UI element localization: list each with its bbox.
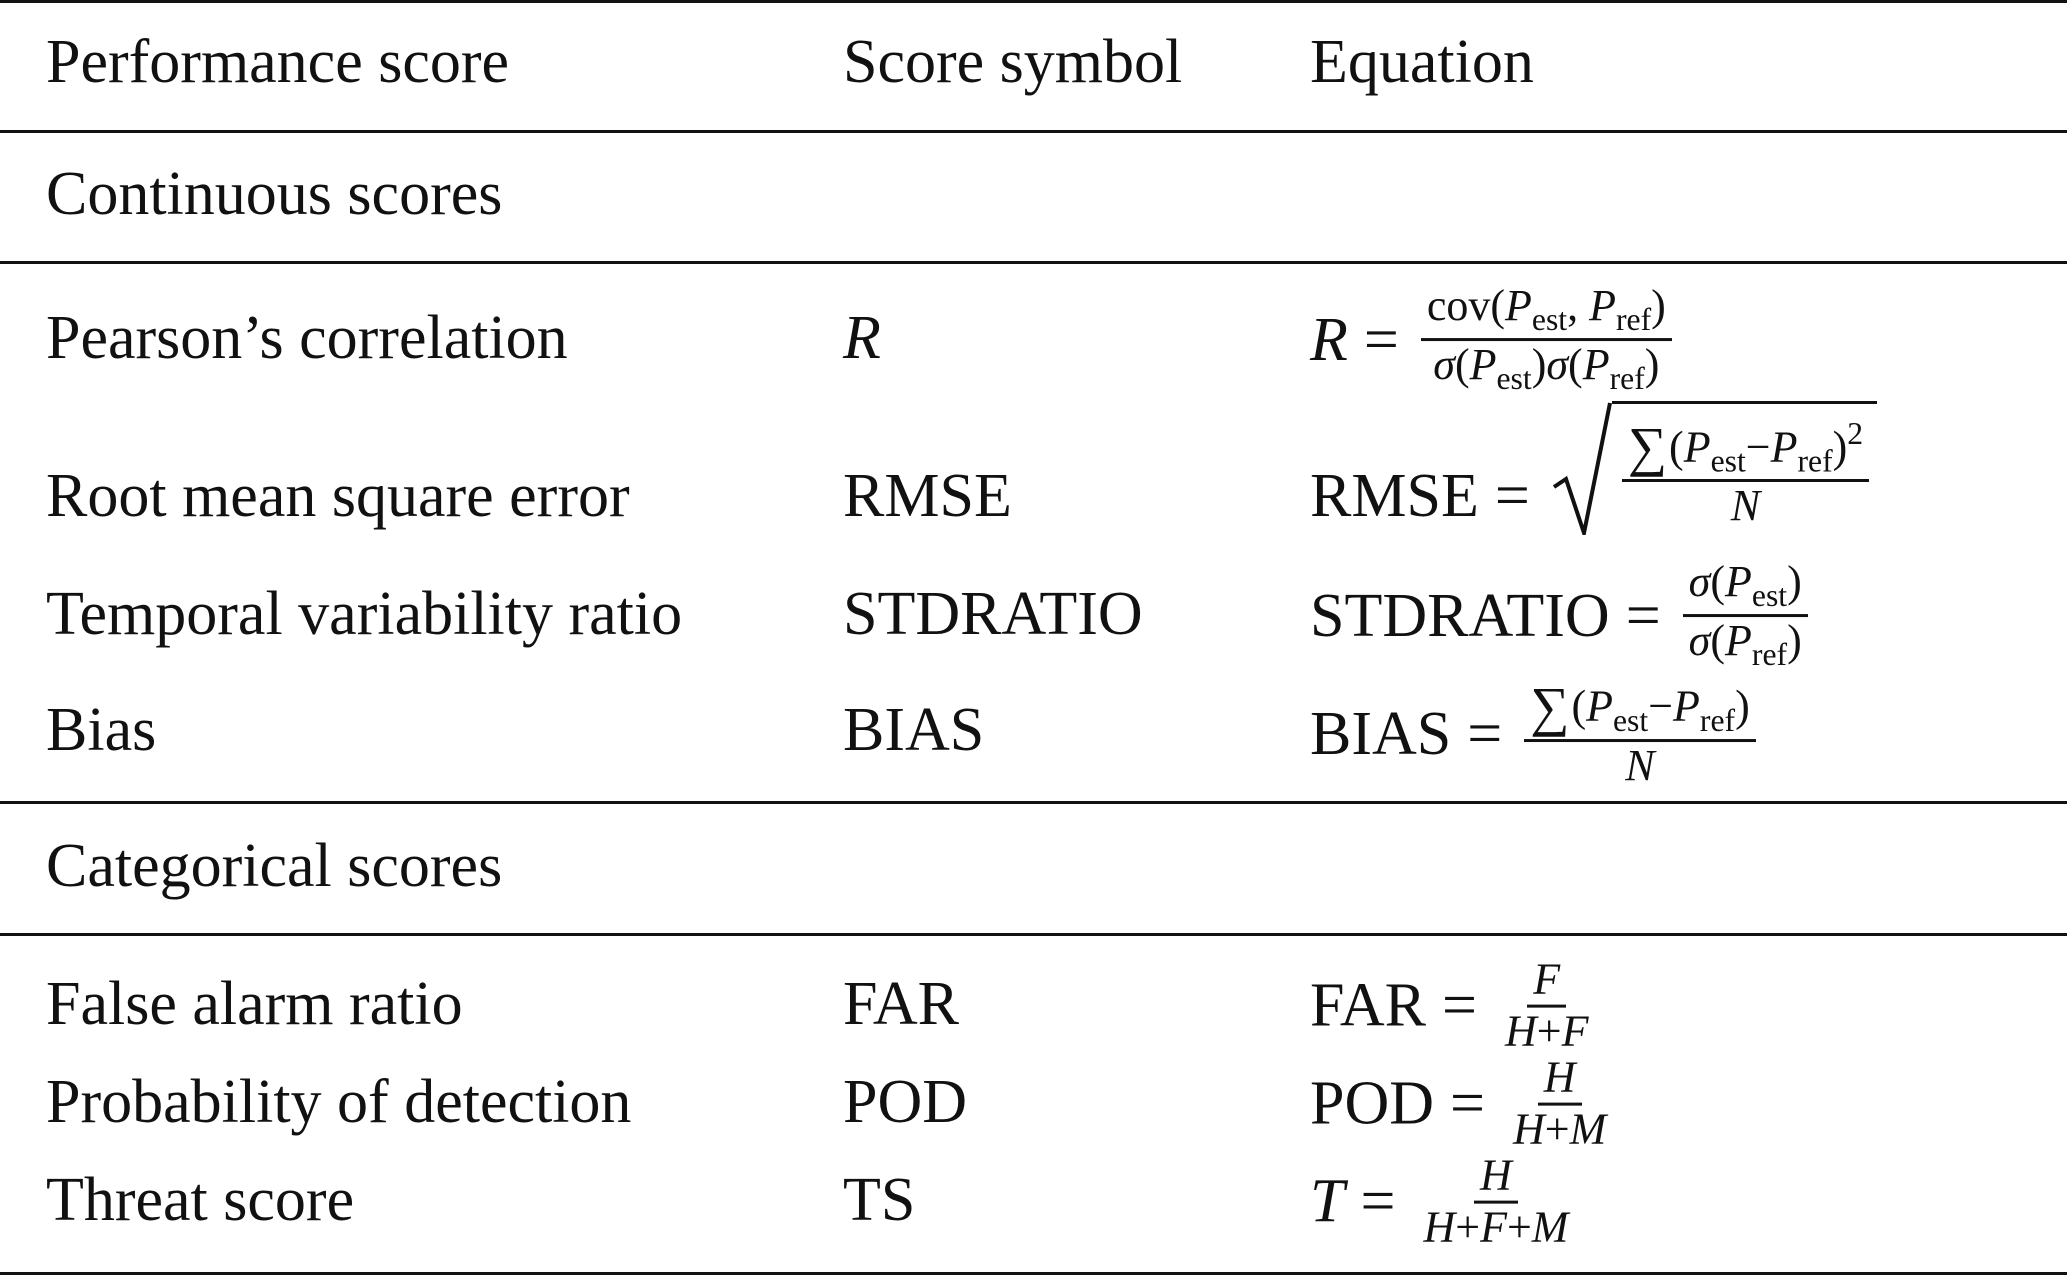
row-name-pod: Probability of detection	[46, 1068, 632, 1136]
equation-lhs: STDRATIO	[1310, 582, 1610, 650]
numerator: σ(Pest)	[1682, 559, 1808, 618]
continuous-section-rule	[0, 261, 2067, 264]
equals-sign: =	[1363, 306, 1399, 374]
denominator: σ(Pest)σ(Pref)	[1433, 340, 1660, 397]
denominator: H+F	[1504, 1006, 1589, 1056]
row-name-stdratio: Temporal variability ratio	[46, 580, 683, 648]
row-symbol-ts: TS	[843, 1166, 916, 1234]
row-symbol-far: FAR	[843, 970, 960, 1038]
column-header-performance-score: Performance score	[46, 28, 510, 96]
equation-pearson: R = cov(Pest, Pref) σ(Pest)σ(Pref)	[1310, 283, 1672, 397]
radical-sign-icon	[1552, 402, 1612, 535]
header-bottom-rule	[0, 130, 2067, 133]
equation-rmse: RMSE = ∑(Pest−Pref)2 N	[1310, 401, 1878, 535]
table-bottom-rule	[0, 1272, 2067, 1275]
categorical-top-rule	[0, 801, 2067, 804]
fraction: F H+F	[1499, 957, 1595, 1056]
equals-sign: =	[1494, 462, 1530, 530]
row-symbol-bias: BIAS	[843, 696, 985, 764]
row-name-pearson: Pearson’s correlation	[46, 304, 568, 372]
equation-lhs: POD	[1310, 1070, 1435, 1138]
fraction: ∑(Pest−Pref)2 N	[1621, 417, 1870, 531]
numerator: H	[1537, 1055, 1582, 1106]
categorical-section-rule	[0, 933, 2067, 936]
column-header-equation: Equation	[1310, 28, 1534, 96]
equals-sign: =	[1467, 699, 1503, 768]
equals-sign: =	[1625, 582, 1661, 650]
row-symbol-stdratio: STDRATIO	[843, 580, 1143, 648]
equals-sign: =	[1450, 1070, 1485, 1138]
equation-lhs: RMSE	[1310, 462, 1479, 530]
fraction: H H+M	[1507, 1055, 1612, 1154]
equation-ts: T = H H+F+M	[1310, 1153, 1574, 1252]
equation-lhs: BIAS	[1310, 699, 1452, 768]
row-symbol-r: R	[843, 304, 881, 372]
denominator: N	[1625, 741, 1655, 791]
section-title-continuous: Continuous scores	[46, 160, 503, 228]
equation-far: FAR = F H+F	[1310, 957, 1595, 1056]
fraction: H H+F+M	[1417, 1153, 1574, 1252]
denominator: H+M	[1513, 1104, 1607, 1154]
equation-stdratio: STDRATIO = σ(Pest) σ(Pref)	[1310, 559, 1808, 673]
numerator: cov(Pest, Pref)	[1420, 283, 1672, 342]
fraction: ∑(Pest−Pref) N	[1524, 678, 1756, 791]
fraction: cov(Pest, Pref) σ(Pest)σ(Pref)	[1420, 283, 1672, 397]
equation-lhs: R	[1310, 306, 1348, 374]
radicand: ∑(Pest−Pref)2 N	[1611, 401, 1878, 535]
denominator: σ(Pref)	[1688, 616, 1802, 673]
equation-pod: POD = H H+M	[1310, 1055, 1612, 1154]
numerator: ∑(Pest−Pref)	[1524, 678, 1756, 743]
equals-sign: =	[1442, 972, 1477, 1040]
row-name-ts: Threat score	[46, 1166, 355, 1234]
row-symbol-rmse: RMSE	[843, 462, 1012, 530]
row-name-rmse: Root mean square error	[46, 462, 630, 530]
numerator: F	[1527, 957, 1567, 1008]
row-name-far: False alarm ratio	[46, 970, 463, 1038]
equation-lhs: T	[1310, 1168, 1345, 1236]
equation-lhs: FAR	[1310, 972, 1427, 1040]
section-title-categorical: Categorical scores	[46, 832, 503, 900]
table-top-rule	[0, 0, 2067, 3]
row-name-bias: Bias	[46, 696, 157, 764]
numerator: H	[1474, 1153, 1518, 1204]
equation-bias: BIAS = ∑(Pest−Pref) N	[1310, 678, 1756, 791]
column-header-score-symbol: Score symbol	[843, 28, 1183, 96]
numerator: ∑(Pest−Pref)2	[1621, 417, 1870, 483]
denominator: N	[1730, 481, 1761, 531]
fraction: σ(Pest) σ(Pref)	[1682, 559, 1808, 673]
square-root: ∑(Pest−Pref)2 N	[1552, 401, 1878, 535]
denominator: H+F+M	[1423, 1202, 1569, 1252]
equals-sign: =	[1360, 1168, 1396, 1236]
row-symbol-pod: POD	[843, 1068, 968, 1136]
